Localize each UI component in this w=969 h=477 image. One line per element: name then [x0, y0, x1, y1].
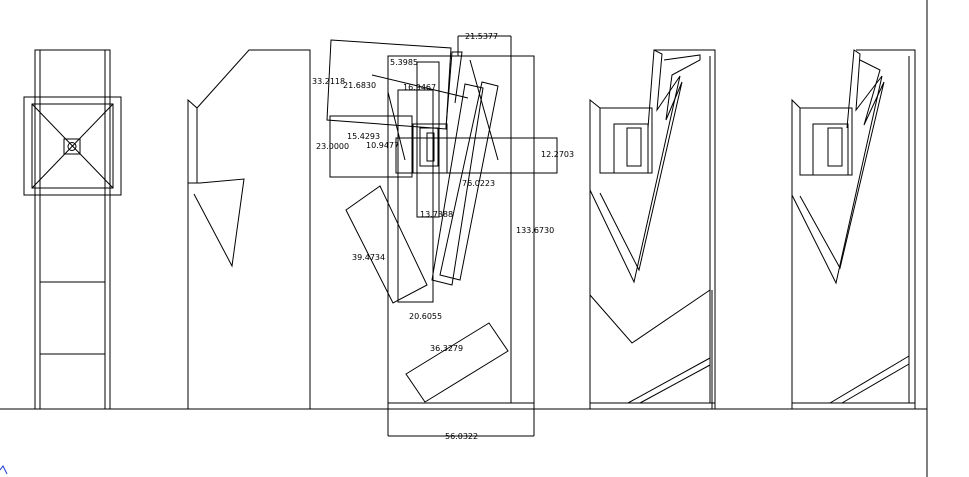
section-b-bottom-diag — [829, 355, 910, 404]
dim-text-76-0223: 76.0223 — [462, 179, 495, 188]
section-a-driver-box — [613, 123, 649, 174]
horn-panel-rotated — [345, 185, 428, 304]
dim-text-10-9477: 10.9477 — [366, 141, 399, 150]
section-b-front — [791, 98, 801, 409]
driver-cone — [426, 132, 435, 162]
section-b-driver-chamber — [799, 107, 853, 176]
dim-box-23 — [329, 115, 413, 178]
section-view-b[interactable] — [791, 49, 916, 409]
ucs-icon-shape — [0, 465, 8, 475]
section-b-horn-inner — [799, 59, 885, 270]
driver-frame — [31, 103, 114, 189]
section-b-top-back — [856, 49, 916, 409]
dim-text-20-6055: 20.6055 — [409, 312, 442, 321]
front-cabinet-outline — [34, 49, 111, 410]
dim-text-133-6730: 133.6730 — [516, 226, 554, 235]
dim-text-13-7388: 13.7388 — [420, 210, 453, 219]
dim-box-20 — [397, 89, 434, 303]
horn-top-fold — [445, 51, 463, 129]
section-b-bottom-diag — [841, 363, 910, 404]
dim-box-13 — [416, 61, 440, 218]
section-a-driver — [626, 127, 642, 167]
horn-panel-outer — [439, 81, 499, 281]
section-a-bottom-diag — [627, 357, 711, 404]
driver-plate — [23, 96, 122, 196]
dim-text-12-2703: 12.2703 — [541, 150, 574, 159]
dim-line-21-6830 — [371, 74, 469, 99]
driver-dustcap — [67, 142, 77, 151]
dim-text-23-0000: 23.0000 — [316, 142, 349, 151]
bottom-panel — [405, 322, 509, 403]
dim-text-15-4293: 15.4293 — [347, 132, 380, 141]
section-a-horn-inner — [599, 54, 701, 272]
front-view[interactable] — [23, 49, 122, 410]
dimensioned-section-view[interactable]: 21.5377 5.3985 33.2118 21.6830 16.9467 1… — [312, 32, 574, 441]
dim-text-21-5377: 21.5377 — [465, 32, 498, 41]
section-view-a[interactable] — [589, 49, 716, 409]
dim-text-16-9467: 16.9467 — [403, 83, 436, 92]
ucs-icon — [0, 465, 8, 475]
dim-text-36-3279: 36.3279 — [430, 344, 463, 353]
dim-text-56-0322: 56.0322 — [445, 432, 478, 441]
dim-box-12 — [395, 137, 558, 174]
section-b-driver — [827, 127, 843, 167]
dim-line-76 — [469, 59, 499, 161]
driver-center-box — [63, 138, 81, 155]
side-view[interactable] — [187, 49, 311, 409]
section-a-driver-chamber — [599, 107, 653, 174]
horn-panel-long — [431, 83, 484, 286]
section-a-top-back — [654, 49, 716, 409]
section-a-bottom-diag — [639, 364, 711, 404]
dim-box-33 — [326, 39, 452, 130]
side-horn-profile — [188, 178, 245, 268]
dim-text-39-4734: 39.4734 — [352, 253, 385, 262]
section-a-front — [589, 98, 601, 409]
section-b-horn — [791, 49, 883, 285]
section-a-lower-fold — [589, 289, 711, 344]
dim-text-5-3985: 5.3985 — [390, 58, 418, 67]
section-b-driver-box — [812, 123, 849, 176]
dim-text-21-6830: 21.6830 — [343, 81, 376, 90]
section-a-horn — [589, 49, 681, 284]
driver-diagonal — [31, 103, 114, 189]
side-cabinet-outline — [187, 49, 311, 409]
dim-line-16-9467 — [387, 91, 406, 161]
driver-magnet — [419, 127, 439, 167]
dim-text-33-2118: 33.2118 — [312, 77, 345, 86]
